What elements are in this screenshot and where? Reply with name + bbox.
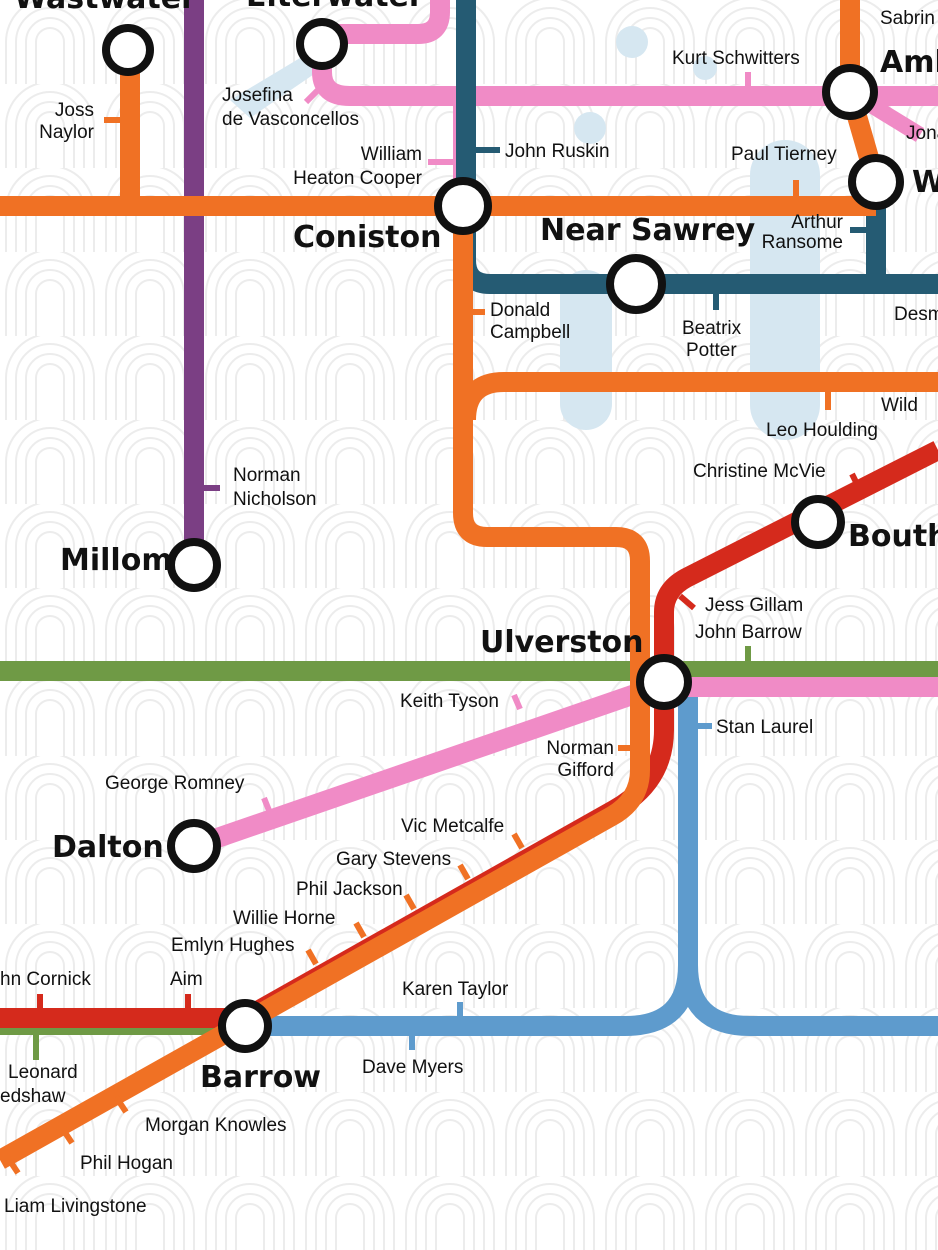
lake-tarn-2 bbox=[693, 56, 717, 80]
label-stan-laurel: Stan Laurel bbox=[716, 717, 813, 738]
label-phil-hogan: Phil Hogan bbox=[80, 1153, 173, 1174]
tick-josefina bbox=[303, 83, 325, 105]
label-keith-tyson: Keith Tyson bbox=[400, 691, 499, 712]
tick-vic-metcalfe bbox=[511, 832, 525, 850]
label-john-cornick: hn Cornick bbox=[0, 969, 91, 990]
station-barrow[interactable] bbox=[218, 999, 272, 1053]
station-label-ambleside: Amb bbox=[880, 45, 938, 80]
label-leo-houlding: Leo Houlding bbox=[766, 420, 878, 441]
label-vic-metcalfe: Vic Metcalfe bbox=[401, 816, 504, 837]
label-wild: Wild bbox=[881, 395, 918, 416]
station-dalton[interactable] bbox=[167, 819, 221, 873]
label-john-barrow: John Barrow bbox=[695, 622, 802, 643]
tick-liam-livingstone bbox=[5, 1156, 21, 1175]
label-desm: Desm bbox=[894, 304, 938, 325]
station-windermere[interactable] bbox=[848, 154, 904, 210]
label-dave-myers: Dave Myers bbox=[362, 1057, 463, 1078]
station-wastwater[interactable] bbox=[102, 24, 154, 76]
station-elterwater[interactable] bbox=[296, 18, 348, 70]
tick-george-romney bbox=[261, 796, 273, 815]
lake-tarn-1 bbox=[616, 26, 648, 58]
station-label-near-sawrey: Near Sawrey bbox=[540, 213, 756, 248]
label-george-romney: George Romney bbox=[105, 773, 245, 794]
label-willie-horne: Willie Horne bbox=[233, 908, 335, 929]
label-aim: Aim bbox=[170, 969, 203, 990]
station-label-ulverston: Ulverston bbox=[480, 625, 644, 660]
tick-phil-jackson bbox=[403, 893, 417, 911]
station-label-wastwater: Wastwater bbox=[14, 0, 196, 16]
station-label-elterwater: Elterwater bbox=[246, 0, 424, 14]
label-morgan-knowles: Morgan Knowles bbox=[145, 1115, 287, 1136]
station-label-coniston: Coniston bbox=[293, 220, 441, 255]
station-labels: Wastwater Elterwater Amb W Coniston Near… bbox=[14, 0, 938, 1095]
tick-morgan-knowles bbox=[113, 1095, 129, 1114]
station-bouth[interactable] bbox=[791, 495, 845, 549]
label-christine-mcvie: Christine McVie bbox=[693, 461, 826, 482]
label-jona: Jona bbox=[906, 123, 938, 144]
station-coniston[interactable] bbox=[434, 177, 492, 235]
station-label-windermere: W bbox=[912, 165, 938, 200]
tick-willie-horne bbox=[353, 921, 367, 939]
station-ulverston[interactable] bbox=[636, 654, 692, 710]
station-label-barrow: Barrow bbox=[200, 1060, 321, 1095]
stations bbox=[102, 18, 904, 1053]
station-ambleside[interactable] bbox=[822, 64, 878, 120]
tick-jess-gillam bbox=[678, 593, 696, 611]
tick-phil-hogan bbox=[59, 1126, 75, 1145]
station-near-sawrey[interactable] bbox=[606, 254, 666, 314]
label-sabrina: Sabrin bbox=[880, 8, 935, 29]
label-paul-tierney: Paul Tierney bbox=[731, 144, 837, 165]
label-phil-jackson: Phil Jackson bbox=[296, 879, 403, 900]
label-emlyn-hughes: Emlyn Hughes bbox=[171, 935, 295, 956]
tick-emlyn-hughes bbox=[305, 948, 319, 966]
label-gary-stevens: Gary Stevens bbox=[336, 849, 451, 870]
tick-gary-stevens bbox=[457, 863, 471, 881]
person-ticks bbox=[5, 72, 866, 1175]
label-karen-taylor: Karen Taylor bbox=[402, 979, 509, 1000]
lines bbox=[0, 0, 938, 1169]
station-millom[interactable] bbox=[167, 538, 221, 592]
tick-keith-tyson bbox=[511, 693, 523, 711]
label-kurt-schwitters: Kurt Schwitters bbox=[672, 48, 800, 69]
station-label-dalton: Dalton bbox=[52, 830, 164, 865]
lake-tarn-3 bbox=[574, 112, 606, 144]
label-jess-gillam: Jess Gillam bbox=[705, 595, 803, 616]
station-label-millom: Millom bbox=[60, 543, 173, 578]
lake-wastwater bbox=[230, 58, 320, 118]
tick-christine-mcvie bbox=[849, 472, 863, 492]
label-liam-livingstone: Liam Livingstone bbox=[4, 1196, 147, 1217]
blue-line bbox=[245, 690, 938, 1036]
label-john-ruskin: John Ruskin bbox=[505, 141, 610, 162]
station-label-bouth: Bouth bbox=[848, 519, 938, 554]
